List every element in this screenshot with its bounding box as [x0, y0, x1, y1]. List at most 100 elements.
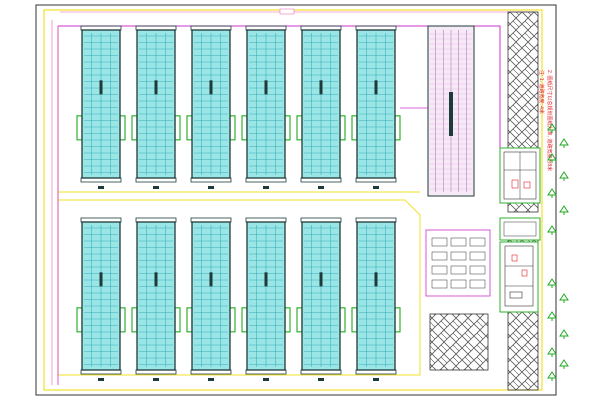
- tree-icon: [559, 293, 569, 301]
- greenhouse-label-tag: [208, 186, 214, 189]
- tree-icon: [547, 188, 557, 196]
- tree-icon: [547, 225, 557, 233]
- greenhouse-end-cap: [300, 217, 342, 223]
- parking-stall: [431, 251, 448, 261]
- greenhouse-block: [351, 217, 401, 381]
- greenhouse-end-cap: [190, 217, 232, 223]
- greenhouse-wing: [229, 115, 236, 141]
- note-line-1: 注: 1. 道路宽度: 4米: [538, 70, 545, 114]
- greenhouse-end-cap: [355, 369, 397, 375]
- greenhouse-end-cap: [245, 217, 287, 223]
- greenhouse-label-tag: [318, 186, 324, 189]
- greenhouse-label-tag: [208, 378, 214, 381]
- greenhouse-wing: [284, 307, 291, 333]
- greenhouse-label-tag: [263, 186, 269, 189]
- parking-stall: [450, 251, 467, 261]
- top-dimension-tag: [279, 8, 295, 15]
- parking-stall: [450, 237, 467, 247]
- parking-stall: [431, 279, 448, 289]
- greenhouse-label-tag: [98, 378, 104, 381]
- greenhouse-block: [76, 25, 126, 189]
- parking-stall: [469, 279, 486, 289]
- greenhouse-wing: [394, 115, 401, 141]
- trees: [547, 123, 569, 381]
- parking-stall: [469, 265, 486, 275]
- greenhouse-block: [186, 25, 236, 189]
- tree-icon: [559, 138, 569, 146]
- greenhouse-end-cap: [300, 369, 342, 375]
- greenhouse-label-tag: [373, 378, 379, 381]
- greenhouse-wing: [76, 307, 83, 333]
- greenhouse-wing: [394, 307, 401, 333]
- greenhouse-center-mark: [264, 80, 268, 95]
- greenhouse-end-cap: [80, 217, 122, 223]
- greenhouse-end-cap: [135, 25, 177, 31]
- top-row-greenhouses: [76, 25, 401, 189]
- greenhouse-wing: [76, 115, 83, 141]
- greenhouse-wing: [296, 307, 303, 333]
- greenhouse-wing: [351, 307, 358, 333]
- greenhouse-wing: [131, 307, 138, 333]
- outer-frame: [35, 4, 557, 396]
- greenhouse-wing: [339, 307, 346, 333]
- tree-icon: [547, 278, 557, 286]
- greenhouse-wing: [186, 115, 193, 141]
- greenhouse-center-mark: [209, 80, 213, 95]
- greenhouse-end-cap: [355, 25, 397, 31]
- greenhouse-end-cap: [355, 217, 397, 223]
- parking-stall: [469, 251, 486, 261]
- greenhouse-end-cap: [190, 369, 232, 375]
- greenhouse-label-tag: [263, 378, 269, 381]
- greenhouse-block: [296, 217, 346, 381]
- hatched-plaza: [429, 313, 489, 371]
- parking-stall: [450, 265, 467, 275]
- greenhouse-center-mark: [264, 272, 268, 287]
- greenhouse-wing: [131, 115, 138, 141]
- greenhouse-center-mark: [99, 80, 103, 95]
- service-buildings: [499, 147, 541, 313]
- greenhouse-center-mark: [209, 272, 213, 287]
- greenhouse-end-cap: [135, 177, 177, 183]
- greenhouse-wing: [296, 115, 303, 141]
- greenhouse-center-mark: [319, 272, 323, 287]
- greenhouse-center-mark: [99, 272, 103, 287]
- greenhouse-wing: [119, 307, 126, 333]
- greenhouse-end-cap: [355, 177, 397, 183]
- tree-icon: [559, 205, 569, 213]
- tree-icon: [559, 171, 569, 179]
- parking-stall: [450, 279, 467, 289]
- greenhouse-block: [241, 217, 291, 381]
- greenhouse-label-tag: [98, 186, 104, 189]
- greenhouse-end-cap: [80, 177, 122, 183]
- greenhouse-end-cap: [135, 217, 177, 223]
- greenhouse-block: [131, 217, 181, 381]
- greenhouse-label-tag: [153, 186, 159, 189]
- tree-icon: [559, 329, 569, 337]
- greenhouse-end-cap: [135, 369, 177, 375]
- greenhouse-wing: [174, 115, 181, 141]
- tree-icon: [547, 371, 557, 379]
- greenhouse-wing: [174, 307, 181, 333]
- greenhouse-block: [241, 25, 291, 189]
- greenhouse-end-cap: [190, 177, 232, 183]
- greenhouse-label-tag: [318, 378, 324, 381]
- note-line-2: 2. 图纸尺寸以总规划图纸为准, 道路宽度为8米: [546, 70, 553, 171]
- greenhouse-end-cap: [80, 25, 122, 31]
- greenhouse-wing: [186, 307, 193, 333]
- greenhouse-end-cap: [300, 25, 342, 31]
- parking-stall: [431, 237, 448, 247]
- greenhouse-wing: [119, 115, 126, 141]
- greenhouse-wing: [284, 115, 291, 141]
- greenhouse-block: [296, 25, 346, 189]
- greenhouse-center-mark: [374, 272, 378, 287]
- greenhouse-center-mark: [374, 80, 378, 95]
- greenhouse-end-cap: [80, 369, 122, 375]
- tree-icon: [559, 359, 569, 367]
- red-notes: 注: 1. 道路宽度: 4米 2. 图纸尺寸以总规划图纸为准, 道路宽度为8米: [538, 70, 553, 171]
- greenhouse-wing: [229, 307, 236, 333]
- parking-lot: [425, 229, 491, 297]
- tree-icon: [547, 311, 557, 319]
- greenhouse-center-mark: [319, 80, 323, 95]
- greenhouse-end-cap: [245, 369, 287, 375]
